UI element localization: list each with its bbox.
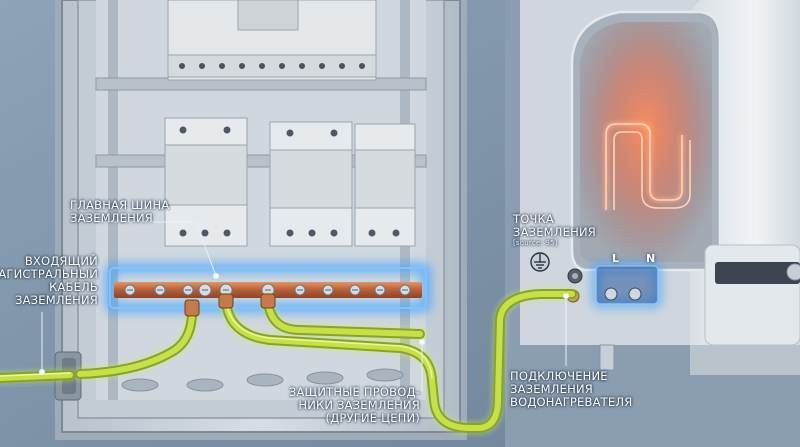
heater-connection-line-2: ЗАЗЕМЛЕНИЯ: [510, 382, 593, 396]
incoming-cable-line-4: ЗАЗЕМЛЕНИЯ: [15, 293, 98, 307]
ground-point-source: [source: 95]: [513, 239, 558, 247]
protective-conductors-line-1: ЗАЩИТНЫЕ ПРОВОД-: [288, 385, 420, 399]
main-bus-line-1: ГЛАВНАЯ ШИНА: [70, 198, 170, 212]
ground-symbol-icon: [530, 252, 550, 272]
ground-point-line-1: ТОЧКА: [513, 212, 554, 226]
incoming-cable-line-2: МАГИСТРАЛЬНЫЙ: [0, 267, 98, 281]
main-bus-label: ГЛАВНАЯ ШИНА ЗАЗЕМЛЕНИЯ: [70, 199, 169, 225]
heater-connection-line-1: ПОДКЛЮЧЕНИЕ: [510, 369, 608, 383]
leader-lines: [39, 221, 569, 392]
incoming-cable-label: ВХОДЯЩИЙ МАГИСТРАЛЬНЫЙ КАБЕЛЬ ЗАЗЕМЛЕНИЯ: [0, 255, 98, 307]
protective-conductors-label: ЗАЩИТНЫЕ ПРОВОД- НИКИ ЗАЗЕМЛЕНИЯ (ДРУГИЕ…: [289, 386, 420, 425]
terminal-l-label: L: [612, 252, 620, 265]
top-breaker-row: [167, 0, 377, 81]
heater-connection-line-3: ВОДОНАГРЕВАТЕЛЯ: [510, 395, 633, 409]
terminal-n-label: N: [646, 252, 656, 265]
incoming-cable-line-1: ВХОДЯЩИЙ: [24, 254, 98, 268]
ground-wires: [0, 287, 579, 435]
protective-conductors-line-3: (ДРУГИЕ ЦЕПИ): [325, 411, 420, 425]
ground-point-label: ТОЧКА ЗАЗЕМЛЕНИЯ [source: 95]: [513, 213, 596, 248]
ground-point-line-2: ЗАЗЕМЛЕНИЯ: [513, 225, 596, 239]
protective-conductors-line-2: НИКИ ЗАЗЕМЛЕНИЯ: [298, 398, 420, 412]
heater-connection-label: ПОДКЛЮЧЕНИЕ ЗАЗЕМЛЕНИЯ ВОДОНАГРЕВАТЕЛЯ: [510, 370, 632, 409]
breaker-row: [164, 117, 416, 247]
main-bus-line-2: ЗАЗЕМЛЕНИЯ: [70, 211, 153, 225]
terminal-screw-icon: [604, 287, 642, 301]
incoming-cable-line-3: КАБЕЛЬ: [49, 280, 98, 294]
